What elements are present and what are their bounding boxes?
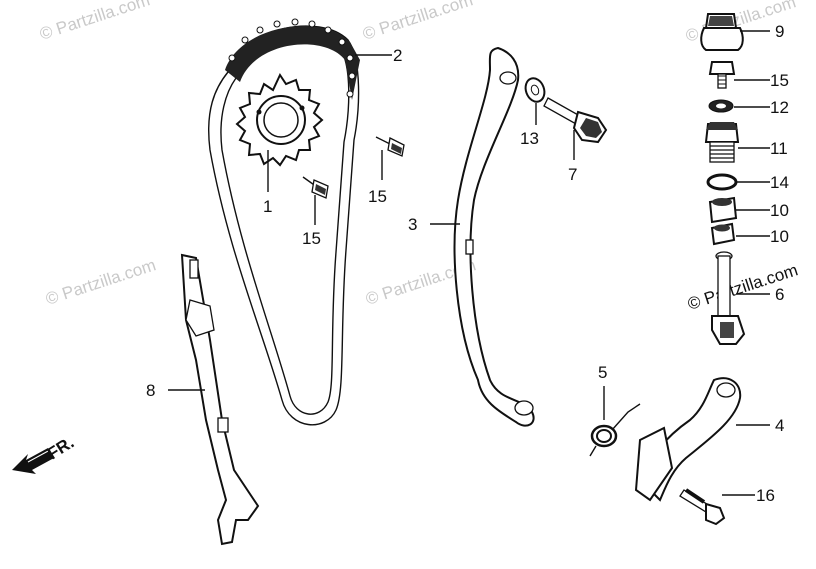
sprocket-bolt-upper: [375, 136, 405, 157]
tensioner-plug-11: [704, 122, 740, 163]
callout-15-lower: 15: [302, 229, 321, 248]
watermark-top-mid: © Partzilla.com: [360, 0, 475, 44]
callout-6: 6: [775, 285, 784, 304]
cam-chain: [208, 18, 360, 426]
tensioner-bolt-15: [708, 61, 736, 89]
callout-1: 1: [263, 197, 272, 216]
cam-sprocket: [235, 72, 324, 167]
callout-10-lower: 10: [770, 227, 789, 246]
callout-11: 11: [770, 139, 788, 158]
callout-9: 9: [775, 22, 784, 41]
tensioner-spring: [589, 403, 641, 457]
callout-3: 3: [408, 215, 417, 234]
tensioner-arm-bolt: [679, 488, 726, 526]
callout-4: 4: [775, 416, 784, 435]
sprocket-bolt-lower: [302, 176, 329, 199]
tensioner-collar-10-upper: [708, 196, 738, 224]
callout-16: 16: [756, 486, 775, 505]
callout-14: 14: [770, 173, 789, 192]
callout-7: 7: [568, 165, 577, 184]
leader-lines: [168, 30, 770, 496]
callout-12: 12: [770, 98, 789, 117]
guide-pivot-bolt: [543, 97, 608, 144]
tensioner-pushrod-6: [711, 251, 746, 345]
watermark-top-left: © Partzilla.com: [37, 0, 152, 44]
callout-2: 2: [393, 46, 402, 65]
callout-8: 8: [146, 381, 155, 400]
callout-10-upper: 10: [770, 201, 789, 220]
o-ring-14: [706, 173, 738, 191]
watermark-mid-left: © Partzilla.com: [43, 255, 158, 308]
washer-12: [708, 99, 734, 113]
chain-tensioner-slipper: [180, 253, 260, 546]
front-arrow-icon: [12, 448, 54, 474]
tensioner-arm: [634, 377, 742, 502]
callout-5: 5: [598, 363, 607, 382]
callout-13: 13: [520, 129, 539, 148]
callout-15-right: 15: [770, 71, 789, 90]
cam-chain-guide: [453, 46, 535, 427]
callout-15-upper: 15: [368, 187, 387, 206]
tensioner-collar-10-lower: [710, 222, 736, 246]
tensioner-cap: [700, 13, 744, 51]
